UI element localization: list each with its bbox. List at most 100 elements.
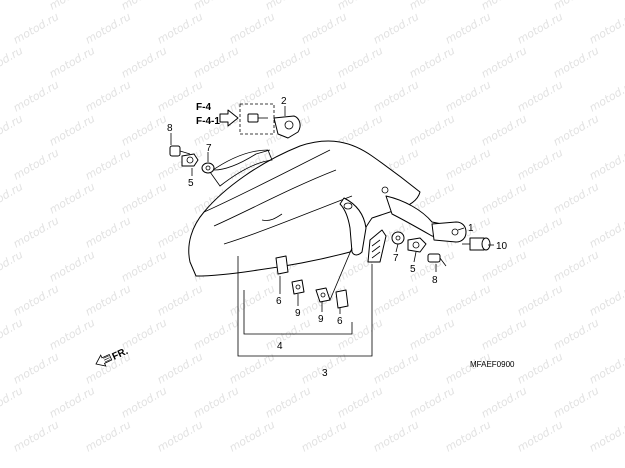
watermark-text: motod.ru bbox=[443, 10, 493, 47]
callout-7-left: 7 bbox=[206, 143, 212, 154]
watermark-text: motod.ru bbox=[119, 248, 169, 285]
watermark-text: motod.ru bbox=[47, 316, 97, 353]
watermark-text: motod.ru bbox=[443, 78, 493, 115]
watermark-text: motod.ru bbox=[227, 350, 277, 387]
watermark-text: motod.ru bbox=[515, 282, 565, 319]
watermark-text: motod.ru bbox=[299, 418, 349, 455]
watermark-text: motod.ru bbox=[371, 418, 421, 455]
pad-part-6-left bbox=[275, 255, 289, 275]
watermark-text: motod.ru bbox=[119, 112, 169, 149]
callout-4: 4 bbox=[277, 341, 283, 352]
watermark-text: motod.ru bbox=[587, 282, 625, 319]
watermark-text: motod.ru bbox=[47, 384, 97, 421]
watermark-text: motod.ru bbox=[11, 146, 61, 183]
watermark-text: motod.ru bbox=[515, 350, 565, 387]
watermark-text: motod.ru bbox=[119, 180, 169, 217]
watermark-text: motod.ru bbox=[263, 384, 313, 421]
watermark-text: motod.ru bbox=[407, 44, 457, 81]
reference-arrow bbox=[219, 109, 239, 127]
watermark-text: motod.ru bbox=[155, 350, 205, 387]
watermark-text: motod.ru bbox=[407, 316, 457, 353]
callout-3: 3 bbox=[322, 368, 328, 379]
watermark-text: motod.ru bbox=[83, 10, 133, 47]
watermark-text: motod.ru bbox=[83, 282, 133, 319]
watermark-text: motod.ru bbox=[515, 10, 565, 47]
watermark-text: motod.ru bbox=[371, 282, 421, 319]
reference-label-f4: F-4 bbox=[196, 102, 211, 113]
watermark-text: motod.ru bbox=[0, 0, 25, 13]
watermark-text: motod.ru bbox=[155, 418, 205, 455]
watermark-text: motod.ru bbox=[407, 384, 457, 421]
watermark-text: motod.ru bbox=[47, 112, 97, 149]
watermark-text: motod.ru bbox=[443, 282, 493, 319]
leader-lines bbox=[170, 106, 494, 357]
watermark-text: motod.ru bbox=[119, 44, 169, 81]
watermark-text: motod.ru bbox=[299, 10, 349, 47]
watermark-text: motod.ru bbox=[11, 418, 61, 455]
watermark-text: motod.ru bbox=[335, 384, 385, 421]
watermark-text: motod.ru bbox=[587, 214, 625, 251]
front-fender bbox=[188, 140, 457, 277]
diagram-code: MFAEF0900 bbox=[470, 360, 515, 369]
watermark-text: motod.ru bbox=[479, 44, 529, 81]
callout-1: 1 bbox=[468, 223, 474, 234]
watermark-text: motod.ru bbox=[335, 44, 385, 81]
reference-label-f4-1: F-4-1 bbox=[196, 116, 220, 127]
watermark-text: motod.ru bbox=[227, 282, 277, 319]
clip-part-9-left bbox=[291, 279, 305, 295]
callout-6-left: 6 bbox=[276, 296, 282, 307]
watermark-text: motod.ru bbox=[587, 146, 625, 183]
watermark-text: motod.ru bbox=[191, 44, 241, 81]
watermark-text: motod.ru bbox=[0, 384, 25, 421]
watermark-text: motod.ru bbox=[407, 112, 457, 149]
watermark-text: motod.ru bbox=[479, 384, 529, 421]
watermark-text: motod.ru bbox=[11, 214, 61, 251]
collar-part-7-left bbox=[201, 162, 215, 174]
watermark-text: motod.ru bbox=[0, 316, 25, 353]
callout-6-right: 6 bbox=[337, 316, 343, 327]
watermark-text: motod.ru bbox=[587, 10, 625, 47]
callout-9-right: 9 bbox=[318, 314, 324, 325]
watermark-text: motod.ru bbox=[0, 112, 25, 149]
watermark-text: motod.ru bbox=[479, 248, 529, 285]
watermark-text: motod.ru bbox=[0, 248, 25, 285]
watermark-text: motod.ru bbox=[227, 418, 277, 455]
watermark-text: motod.ru bbox=[299, 78, 349, 115]
watermark-text: motod.ru bbox=[587, 78, 625, 115]
watermark-text: motod.ru bbox=[0, 44, 25, 81]
watermark-text: motod.ru bbox=[0, 180, 25, 217]
reference-box bbox=[239, 103, 275, 135]
watermark-text: motod.ru bbox=[11, 10, 61, 47]
callout-2: 2 bbox=[281, 96, 287, 107]
callout-8-right: 8 bbox=[432, 275, 438, 286]
watermark-text: motod.ru bbox=[83, 78, 133, 115]
watermark-text: motod.ru bbox=[83, 214, 133, 251]
callout-5-right: 5 bbox=[410, 264, 416, 275]
pad-part-6-right bbox=[335, 289, 349, 309]
bolt-part-10 bbox=[462, 237, 491, 251]
watermark-text: motod.ru bbox=[515, 418, 565, 455]
watermark-text: motod.ru bbox=[11, 350, 61, 387]
watermark-text: motod.ru bbox=[551, 316, 601, 353]
watermark-text: motod.ru bbox=[587, 350, 625, 387]
watermark-text: motod.ru bbox=[47, 180, 97, 217]
watermark-text: motod.ru bbox=[227, 78, 277, 115]
watermark-text: motod.ru bbox=[515, 78, 565, 115]
watermark-text: motod.ru bbox=[83, 418, 133, 455]
watermark-text: motod.ru bbox=[551, 248, 601, 285]
watermark-text: motod.ru bbox=[479, 316, 529, 353]
watermark-text: motod.ru bbox=[551, 384, 601, 421]
callout-8-left: 8 bbox=[167, 123, 173, 134]
watermark-text: motod.ru bbox=[443, 146, 493, 183]
watermark-text: motod.ru bbox=[83, 146, 133, 183]
watermark-text: motod.ru bbox=[155, 10, 205, 47]
watermark-text: motod.ru bbox=[515, 214, 565, 251]
watermark-text: motod.ru bbox=[263, 44, 313, 81]
watermark-text: motod.ru bbox=[11, 282, 61, 319]
watermark-text: motod.ru bbox=[551, 44, 601, 81]
watermark-text: motod.ru bbox=[371, 10, 421, 47]
bolt-part-8-right bbox=[427, 253, 447, 267]
watermark-text: motod.ru bbox=[227, 10, 277, 47]
bracket-part-1 bbox=[431, 221, 467, 243]
